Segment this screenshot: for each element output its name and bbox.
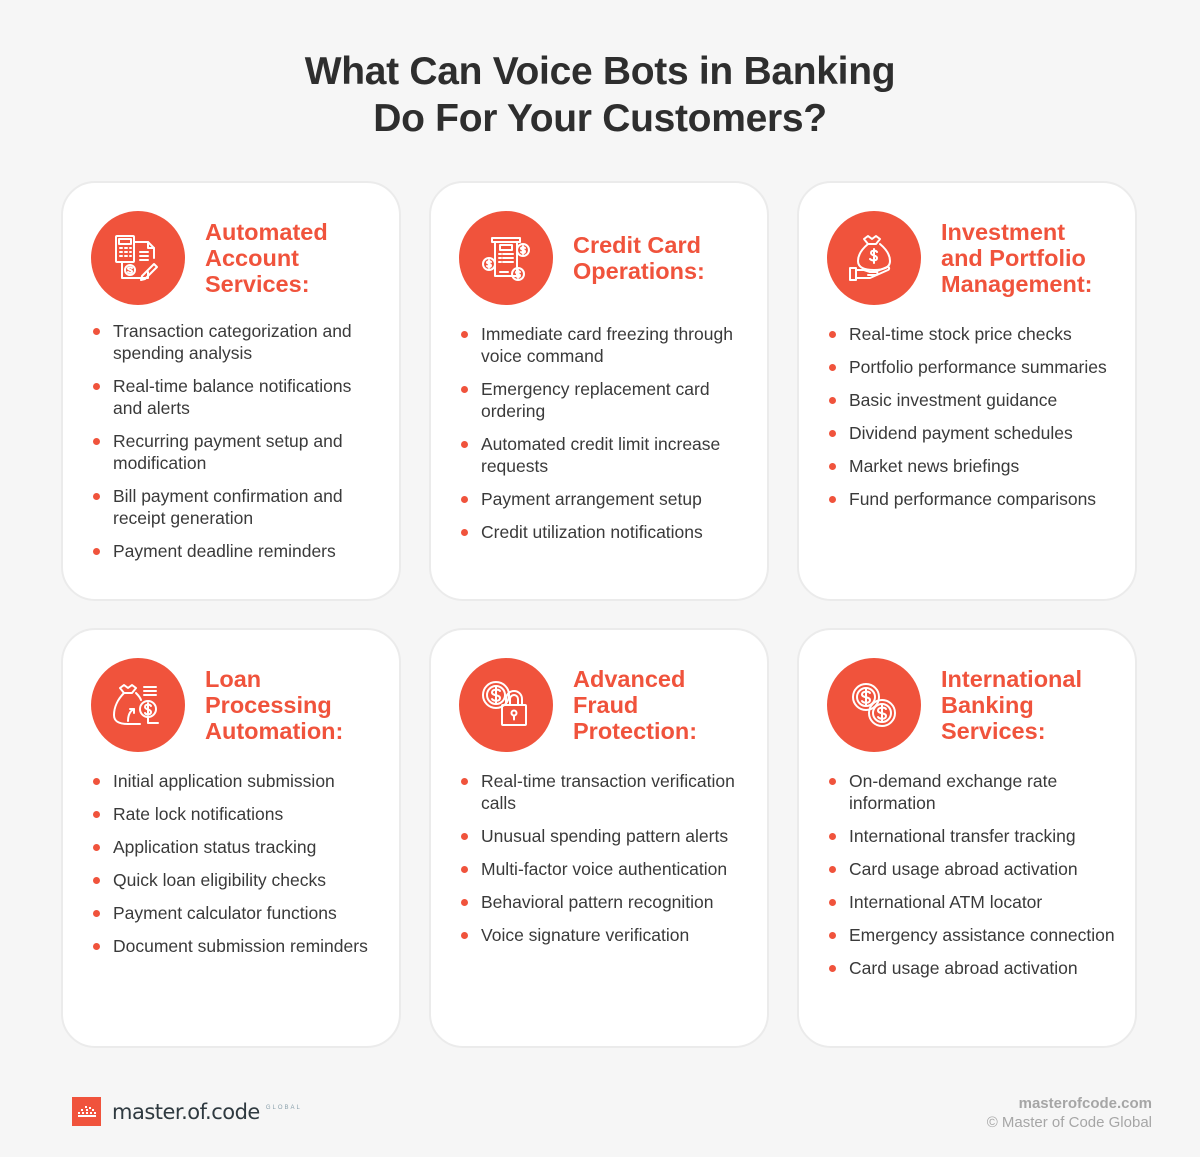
list-item: Market news briefings	[829, 455, 1117, 477]
card-title-line: International	[941, 666, 1083, 692]
list-item: Behavioral pattern recognition	[461, 891, 749, 913]
list-item: Unusual spending pattern alerts	[461, 825, 749, 847]
list-item: Credit utilization notifications	[461, 521, 749, 543]
title-line-2: Do For Your Customers?	[373, 97, 827, 140]
card-automated-account-services: Automated Account Services: Transaction …	[61, 181, 401, 601]
page-title: What Can Voice Bots in Banking Do For Yo…	[0, 48, 1200, 142]
card-title-line: Automation:	[205, 718, 344, 744]
card-title-line: Protection:	[573, 718, 698, 744]
list-item: Multi-factor voice authentication	[461, 858, 749, 880]
card-title: Automated Account Services:	[205, 219, 375, 297]
list-item: Dividend payment schedules	[829, 422, 1117, 444]
list-item: Application status tracking	[93, 836, 381, 858]
card-title: Loan Processing Automation:	[205, 666, 375, 744]
card-title-line: Banking	[941, 692, 1034, 718]
card-international-banking: International Banking Services: On-deman…	[797, 628, 1137, 1048]
card-title-line: Investment	[941, 219, 1066, 245]
title-line-1: What Can Voice Bots in Banking	[304, 50, 896, 93]
card-title-line: Advanced	[573, 666, 686, 692]
card-title-line: Automated	[205, 219, 328, 245]
list-item: Payment arrangement setup	[461, 488, 749, 510]
feature-list: Immediate card freezing through voice co…	[461, 323, 749, 554]
card-title-line: Operations:	[573, 258, 705, 284]
list-item: Bill payment confirmation and receipt ge…	[93, 485, 381, 529]
list-item: Transaction categorization and spending …	[93, 320, 381, 364]
card-investment-portfolio: Investment and Portfolio Management: Rea…	[797, 181, 1137, 601]
list-item: Emergency replacement card ordering	[461, 378, 749, 422]
list-item: International transfer tracking	[829, 825, 1117, 847]
card-title-line: Fraud	[573, 692, 639, 718]
list-item: Initial application submission	[93, 770, 381, 792]
copyright-text: © Master of Code Global	[986, 1114, 1152, 1131]
footer-credits: masterofcode.com © Master of Code Global	[987, 1094, 1152, 1132]
card-title-line: Account	[205, 245, 299, 271]
feature-list: Transaction categorization and spending …	[93, 320, 381, 573]
list-item: Fund performance comparisons	[829, 488, 1117, 510]
card-title-line: Management:	[941, 271, 1093, 297]
list-item: International ATM locator	[829, 891, 1117, 913]
list-item: On-demand exchange rate information	[829, 770, 1117, 814]
feature-list: Real-time stock price checks Portfolio p…	[829, 323, 1117, 521]
logo-subtext: GLOBAL	[265, 1105, 302, 1111]
list-item: Payment deadline reminders	[93, 540, 381, 562]
card-title-line: Loan	[205, 666, 262, 692]
card-title-line: Services:	[205, 271, 310, 297]
crown-logo-icon	[72, 1097, 101, 1126]
list-item: Card usage abroad activation	[829, 957, 1117, 979]
site-link[interactable]: masterofcode.com	[1018, 1095, 1152, 1112]
card-title-line: Credit Card	[573, 232, 701, 258]
card-loan-processing: Loan Processing Automation: Initial appl…	[61, 628, 401, 1048]
card-title: Credit Card Operations:	[573, 232, 743, 284]
card-title-line: and Portfolio	[941, 245, 1086, 271]
list-item: Automated credit limit increase requests	[461, 433, 749, 477]
list-item: Quick loan eligibility checks	[93, 869, 381, 891]
list-item: Real-time transaction verification calls	[461, 770, 749, 814]
logo-text: master.of.code	[112, 1099, 260, 1124]
card-title: Advanced Fraud Protection:	[573, 666, 743, 744]
list-item: Immediate card freezing through voice co…	[461, 323, 749, 367]
list-item: Basic investment guidance	[829, 389, 1117, 411]
list-item: Portfolio performance summaries	[829, 356, 1117, 378]
list-item: Voice signature verification	[461, 924, 749, 946]
card-advanced-fraud-protection: Advanced Fraud Protection: Real-time tra…	[429, 628, 769, 1048]
feature-list: On-demand exchange rate information Inte…	[829, 770, 1117, 990]
list-item: Payment calculator functions	[93, 902, 381, 924]
brand-logo: master.of.code GLOBAL	[72, 1097, 302, 1126]
list-item: Real-time balance notifications and aler…	[93, 375, 381, 419]
money-bag-hand-icon	[827, 211, 921, 305]
card-title: International Banking Services:	[941, 666, 1111, 744]
calculator-document-icon	[91, 211, 185, 305]
card-title-line: Services:	[941, 718, 1046, 744]
card-credit-card-operations: Credit Card Operations: Immediate card f…	[429, 181, 769, 601]
card-title: Investment and Portfolio Management:	[941, 219, 1111, 297]
list-item: Document submission reminders	[93, 935, 381, 957]
feature-list: Initial application submission Rate lock…	[93, 770, 381, 968]
list-item: Card usage abroad activation	[829, 858, 1117, 880]
coin-padlock-icon	[459, 658, 553, 752]
feature-list: Real-time transaction verification calls…	[461, 770, 749, 957]
list-item: Recurring payment setup and modification	[93, 430, 381, 474]
list-item: Rate lock notifications	[93, 803, 381, 825]
loan-bag-icon	[91, 658, 185, 752]
list-item: Real-time stock price checks	[829, 323, 1117, 345]
card-title-line: Processing	[205, 692, 332, 718]
two-coins-icon	[827, 658, 921, 752]
list-item: Emergency assistance connection	[829, 924, 1117, 946]
receipt-coins-icon	[459, 211, 553, 305]
